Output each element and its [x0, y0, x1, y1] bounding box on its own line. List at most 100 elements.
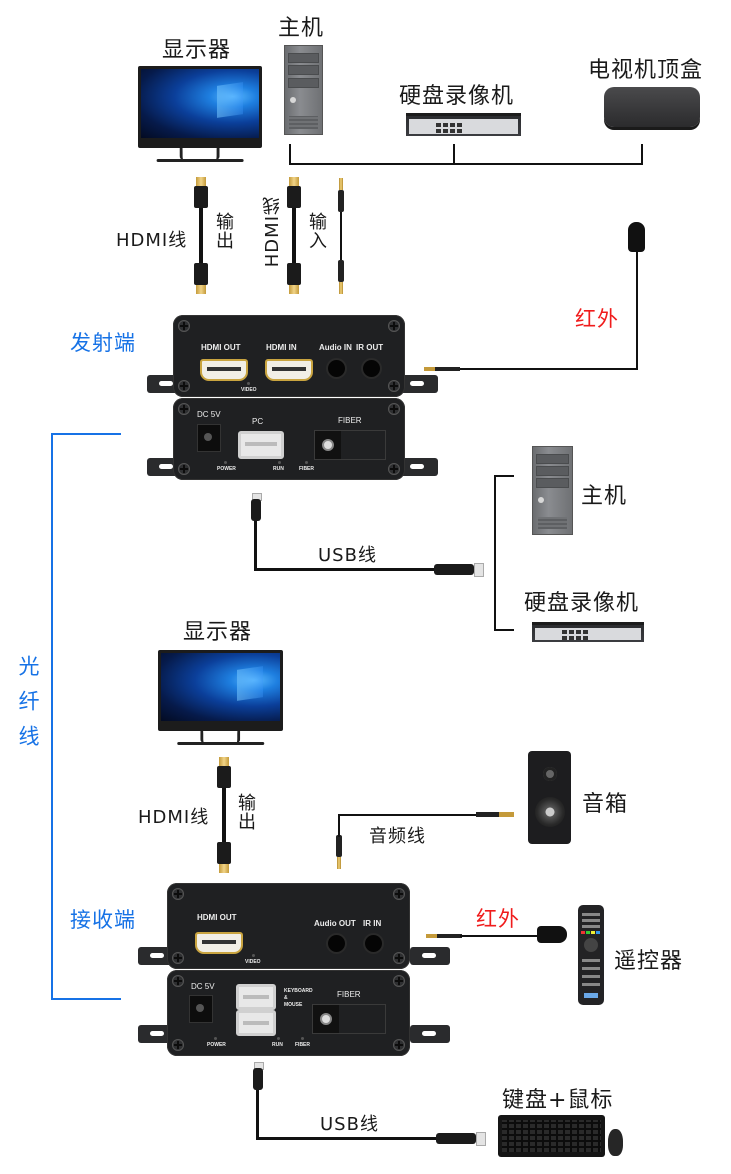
tx-port-label-fiber: FIBER — [338, 416, 362, 425]
pc-side-host-label: 主机 — [581, 484, 628, 509]
pc-side-host-icon — [532, 446, 573, 535]
rx-port-label-audio-out: Audio OUT — [314, 919, 356, 928]
tx-pc-usb-port — [238, 431, 284, 459]
rx-audio-plug-icon — [336, 835, 342, 875]
rx-monitor-icon — [158, 650, 283, 745]
tx-led-label-power: POWER — [217, 466, 236, 472]
rx-port-label-kbm-1: KEYBOARD — [284, 988, 313, 994]
mouse-icon — [608, 1129, 623, 1156]
tx-video-led — [247, 382, 250, 385]
keyboard-icon — [498, 1115, 605, 1157]
pc-side-nvr-label: 硬盘录像机 — [524, 591, 640, 616]
rx-led-label-power: POWER — [207, 1042, 226, 1048]
top-host-tower-icon — [284, 45, 323, 135]
tx-port-label-hdmi-out: HDMI OUT — [201, 343, 241, 352]
rx-ir-label: 红外 — [476, 907, 520, 931]
tx-top-ear-right — [398, 375, 438, 393]
tx-ir-wire-vertical — [636, 250, 638, 370]
receiver-top-unit: HDMI OUT Audio OUT IR IN VIDEO — [167, 883, 410, 969]
tx-port-label-dc: DC 5V — [197, 410, 221, 419]
rx-audio-out-jack — [328, 935, 345, 952]
rx-hdmi-out-port — [195, 932, 243, 954]
rx-usb-cable-label: USB线 — [320, 1114, 379, 1135]
rx-ir-wire — [460, 935, 540, 937]
fiber-link-label: 光纤线 — [16, 655, 40, 760]
top-nvr-label: 硬盘录像机 — [399, 84, 515, 109]
rx-usb-plug-icon — [253, 1068, 263, 1090]
tx-hdmi-out-port — [200, 359, 248, 381]
tx-fiber-port — [314, 430, 386, 460]
tx-bottom-ear-right — [398, 458, 438, 476]
top-monitor-icon — [138, 66, 262, 162]
rx-port-label-kbm-3: MOUSE — [284, 1002, 303, 1008]
rx-fiber-port — [312, 1004, 386, 1034]
source-bracket-bar — [289, 163, 643, 165]
rx-hdmi-cable-icon — [217, 757, 231, 873]
top-monitor-label: 显示器 — [162, 38, 232, 63]
rx-monitor-label: 显示器 — [183, 620, 253, 645]
hdmi-out-cable-label: HDMI线 — [116, 230, 188, 251]
tx-ir-plug-icon — [424, 367, 460, 371]
tx-ir-label: 红外 — [575, 307, 619, 331]
kbm-label: 键盘+鼠标 — [502, 1088, 614, 1113]
tx-ir-wire-horizontal — [460, 368, 638, 370]
remote-control-icon — [578, 905, 604, 1005]
hdmi-in-cable-label: HDMI线 — [262, 196, 283, 268]
rx-usb-plug-end-icon — [436, 1133, 476, 1144]
source-bracket-left — [289, 144, 291, 165]
remote-label: 遥控器 — [614, 949, 684, 974]
top-nvr-icon — [406, 113, 521, 136]
rx-audio-cable — [338, 814, 478, 816]
transmitter-bottom-unit: DC 5V PC FIBER POWER RUN FIBER — [173, 398, 405, 480]
rx-led-label-fiber: FIBER — [295, 1042, 310, 1048]
rx-video-led — [252, 954, 255, 957]
tx-ir-out-jack — [363, 360, 380, 377]
pc-side-bracket — [494, 475, 496, 631]
rx-port-label-hdmi-out: HDMI OUT — [197, 913, 237, 922]
rx-ir-in-jack — [365, 935, 382, 952]
tx-dc-jack — [197, 424, 221, 452]
hdmi-in-direction-label: 输入 — [306, 212, 327, 250]
rx-usb-cable — [256, 1137, 436, 1140]
rx-port-label-dc: DC 5V — [191, 982, 215, 991]
rx-top-ear-right — [410, 947, 450, 965]
rx-usb-port-2 — [236, 1010, 276, 1036]
hdmi-out-direction-label: 输出 — [213, 212, 234, 250]
tx-led-label-run: RUN — [273, 466, 284, 472]
top-host-label: 主机 — [278, 16, 325, 41]
rx-bottom-ear-right — [410, 1025, 450, 1043]
rx-hdmi-direction-label: 输出 — [235, 793, 256, 831]
fiber-link-line — [51, 433, 53, 1000]
rx-led-label-run: RUN — [272, 1042, 283, 1048]
rx-port-label-ir-in: IR IN — [363, 919, 382, 928]
speaker-icon — [528, 751, 571, 844]
audio-in-cable-icon — [338, 178, 344, 294]
tx-led-label-fiber: FIBER — [299, 466, 314, 472]
rx-port-label-kbm-2: & — [284, 995, 288, 1001]
rx-port-label-fiber: FIBER — [337, 990, 361, 999]
speaker-label: 音箱 — [582, 792, 629, 817]
rx-usb-port-1 — [236, 984, 276, 1010]
tx-port-label-pc: PC — [252, 417, 264, 426]
tx-usb-plug-icon — [251, 499, 261, 521]
tx-usb-cable — [254, 568, 434, 571]
rx-dc-jack — [189, 995, 213, 1023]
receiver-label: 接收端 — [70, 908, 136, 932]
tx-ir-emitter-icon — [628, 222, 645, 252]
tx-port-label-audio-in: Audio IN — [319, 343, 352, 352]
hdmi-out-cable-icon — [194, 177, 208, 294]
transmitter-top-unit: HDMI OUT HDMI IN Audio IN IR OUT VIDEO — [173, 315, 405, 397]
rx-hdmi-cable-label: HDMI线 — [138, 807, 210, 828]
rx-ir-sensor-icon — [537, 926, 567, 943]
tx-video-led-label: VIDEO — [241, 387, 257, 393]
transmitter-label: 发射端 — [70, 331, 136, 355]
top-stb-icon — [604, 87, 700, 127]
tx-usb-plug-end-icon — [434, 564, 474, 575]
source-bracket-right — [641, 144, 643, 165]
rx-ir-plug-icon — [426, 934, 462, 938]
tx-hdmi-in-port — [265, 359, 313, 381]
receiver-bottom-unit: DC 5V KEYBOARD & MOUSE FIBER POWER RUN F… — [167, 970, 410, 1056]
pc-side-nvr-icon — [532, 622, 644, 642]
rx-audio-cable-label: 音频线 — [369, 826, 426, 847]
tx-usb-cable-label: USB线 — [318, 545, 377, 566]
